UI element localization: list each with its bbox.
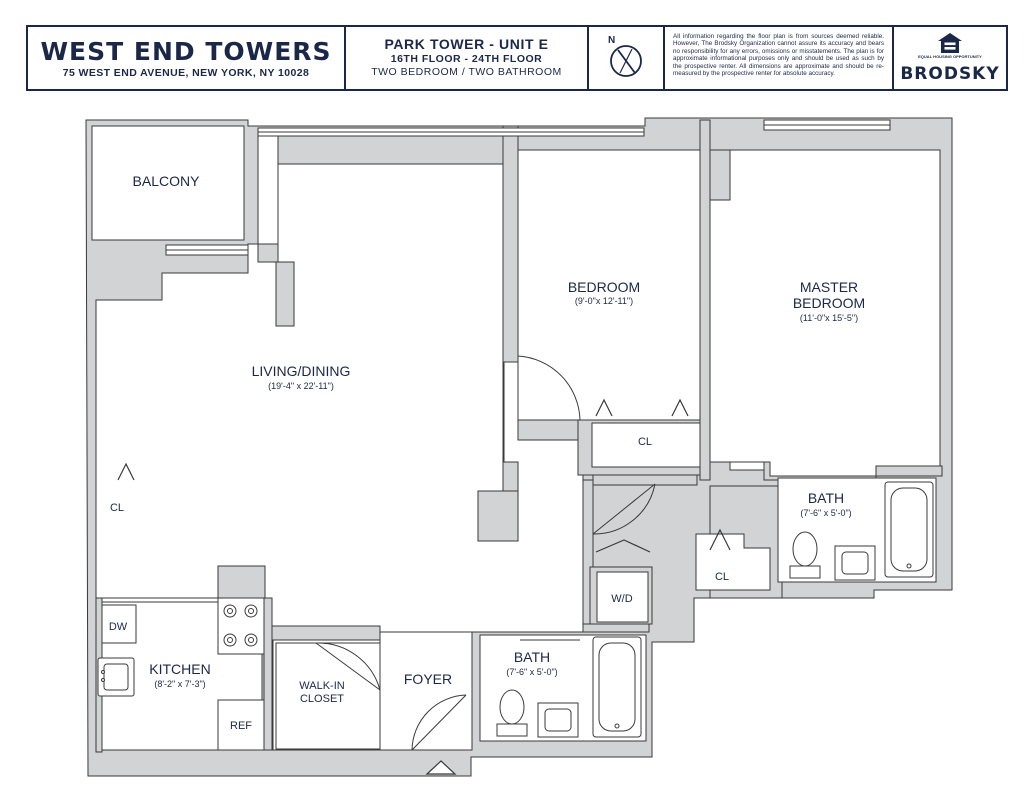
equal-housing-icon — [938, 33, 962, 54]
equal-housing-text: EQUAL HOUSING OPPORTUNITY — [918, 54, 982, 60]
refrigerator — [217, 699, 265, 751]
hall-bath-dims: (7'-6" x 5'-0") — [506, 667, 557, 677]
foyer-label: FOYER — [404, 671, 452, 687]
living-dining-label: LIVING/DINING — [252, 363, 351, 379]
unit-floors: 16TH FLOOR - 24TH FLOOR — [390, 52, 543, 65]
bedroom-closet-label: CL — [638, 436, 652, 448]
disclaimer-box: All information regarding the floor plan… — [665, 27, 894, 89]
master-bedroom-label-line1: MASTER — [800, 279, 858, 295]
dishwasher — [101, 604, 137, 644]
master-bath-fixtures — [789, 481, 934, 581]
dishwasher-label: DW — [109, 621, 128, 633]
master-bedroom-dims: (11'-0"x 15'-5") — [800, 313, 858, 323]
master-closet-label: CL — [715, 571, 729, 583]
room-labels: BALCONY LIVING/DINING (19'-4" x 22'-11")… — [109, 173, 865, 732]
kitchen-label: KITCHEN — [149, 661, 210, 677]
walk-in-closet-label-line2: CLOSET — [300, 693, 344, 705]
unit-name: PARK TOWER - UNIT E — [384, 35, 549, 52]
bedroom-door — [517, 355, 581, 422]
walk-in-door — [315, 642, 381, 691]
toilet-tank — [496, 723, 528, 737]
building-info: WEST END TOWERS 75 WEST END AVENUE, NEW … — [28, 27, 346, 89]
disclaimer-text: All information regarding the floor plan… — [673, 33, 884, 78]
bedroom-dims: (9'-0"x 12'-11") — [575, 296, 633, 306]
toilet-bowl — [792, 531, 818, 567]
master-bath-dims: (7'-6" x 5'-0") — [800, 508, 851, 518]
bedroom-floor — [517, 149, 701, 421]
unit-type: TWO BEDROOM / TWO BATHROOM — [371, 65, 562, 78]
foyer-floor — [379, 631, 473, 751]
kitchen-fixtures — [97, 597, 265, 751]
closet-doors — [117, 398, 731, 553]
toilet-tank — [789, 565, 821, 579]
hall-bath-label: BATH — [514, 649, 550, 665]
doors — [315, 355, 656, 751]
walk-in-closet-label-line1: WALK-IN — [299, 680, 344, 692]
living-closet-label: CL — [110, 502, 124, 514]
bedroom-label: BEDROOM — [568, 279, 640, 295]
balcony-label: BALCONY — [133, 173, 201, 189]
title-block: WEST END TOWERS 75 WEST END AVENUE, NEW … — [26, 25, 1008, 91]
bedroom-closet — [591, 422, 701, 468]
building-address: 75 WEST END AVENUE, NEW YORK, NY 10028 — [62, 66, 310, 79]
compass: N — [589, 27, 665, 89]
washer-dryer-closet — [596, 571, 649, 623]
kitchen-dims: (8'-2" x 7'-3") — [154, 679, 205, 689]
building-name: WEST END TOWERS — [40, 36, 332, 66]
toilet-bowl — [499, 689, 525, 725]
stove — [217, 597, 265, 655]
washer-dryer-label: W/D — [611, 593, 632, 605]
hall-door — [592, 483, 656, 535]
master-closet — [695, 533, 771, 591]
master-bedroom-floor — [709, 149, 941, 477]
unit-info: PARK TOWER - UNIT E 16TH FLOOR - 24TH FL… — [346, 27, 589, 89]
master-bath-label: BATH — [808, 490, 844, 506]
brand-logo: EQUAL HOUSING OPPORTUNITY BRODSKY — [894, 27, 1006, 89]
hall-bath-fixtures — [496, 636, 642, 738]
master-bedroom-label-line2: BEDROOM — [793, 295, 865, 311]
entry-arrow-icon — [425, 760, 457, 775]
refrigerator-label: REF — [230, 720, 252, 732]
windows — [165, 119, 891, 256]
north-label: N — [608, 35, 615, 46]
brand-name: BRODSKY — [900, 63, 1000, 84]
north-arrow-icon: N — [608, 35, 642, 77]
balcony-area — [91, 125, 245, 241]
entry-door — [411, 694, 467, 751]
living-dining-dims: (19'-4" x 22'-11") — [268, 381, 334, 391]
